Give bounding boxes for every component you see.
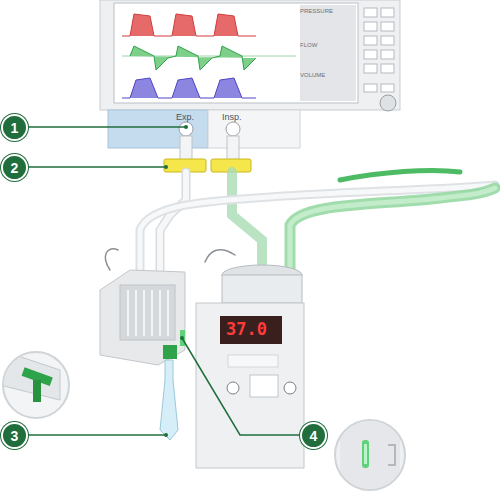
breathing-tubes bbox=[105, 170, 495, 270]
leader-dot bbox=[184, 125, 188, 129]
graph-label: VOLUME bbox=[300, 72, 325, 78]
callout-number: 1 bbox=[1, 114, 28, 141]
leader-dot bbox=[164, 433, 168, 437]
graph-label: PRESSURE bbox=[300, 8, 333, 14]
leader-dot bbox=[164, 165, 168, 169]
leader-dot bbox=[180, 336, 184, 340]
control-knob bbox=[380, 95, 396, 111]
inset-led-indicator bbox=[335, 420, 405, 490]
callout-text: 3 bbox=[11, 428, 19, 444]
inset-drain-valve bbox=[0, 350, 69, 418]
volume-graph bbox=[122, 78, 256, 98]
insp-port-panel bbox=[208, 110, 300, 148]
monitor-body bbox=[100, 0, 400, 110]
insp-connector bbox=[227, 136, 239, 162]
temperature-display: 37.0 bbox=[226, 321, 267, 338]
humidifier bbox=[196, 265, 304, 468]
exp-connector bbox=[180, 136, 192, 162]
port-label: Exp. bbox=[176, 113, 194, 122]
monitor-buttons bbox=[364, 8, 394, 92]
callout-number: 3 bbox=[1, 422, 28, 449]
callout-number: 4 bbox=[300, 422, 327, 449]
callout-text: 2 bbox=[11, 160, 19, 176]
port-label: Insp. bbox=[222, 113, 242, 122]
graph-label: FLOW bbox=[300, 42, 317, 48]
screen-panel bbox=[300, 5, 356, 101]
pressure-graph bbox=[122, 14, 256, 36]
callout-text: 1 bbox=[11, 120, 19, 136]
callout-text: 4 bbox=[310, 428, 318, 444]
flow-graph bbox=[122, 46, 296, 70]
callout-number: 2 bbox=[1, 154, 28, 181]
exp-port bbox=[179, 122, 193, 136]
insp-port bbox=[226, 122, 240, 136]
screen bbox=[114, 3, 358, 103]
expiratory-unit bbox=[100, 270, 185, 365]
drain-bag bbox=[160, 360, 178, 440]
exp-port-panel bbox=[108, 110, 208, 148]
